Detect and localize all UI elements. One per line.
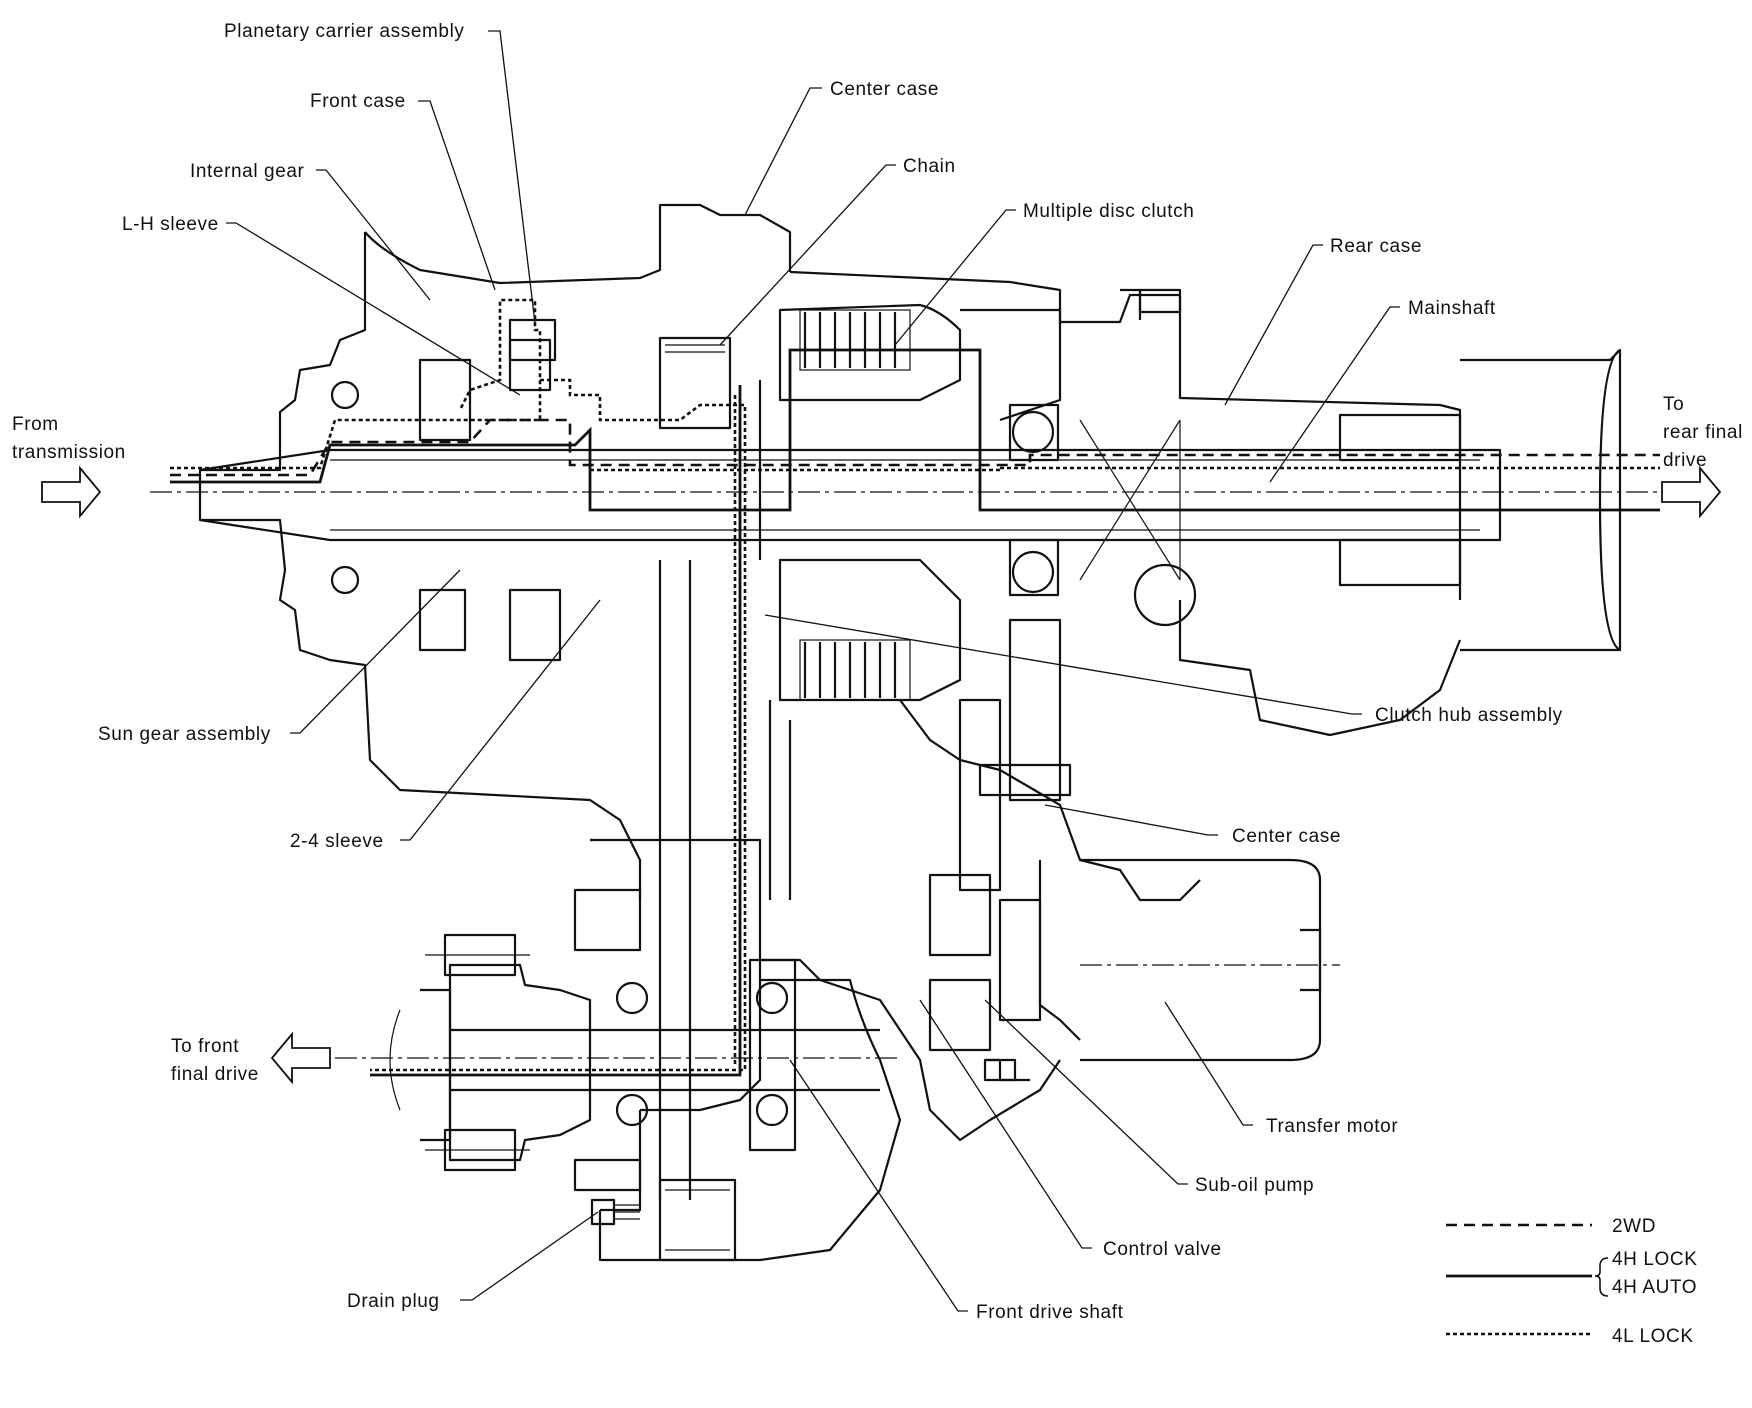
legend: 2WD 4H LOCK 4H AUTO 4L LOCK <box>1446 1216 1698 1347</box>
label-from-transmission-1: From <box>12 414 59 435</box>
label-internal-gear: Internal gear <box>190 161 305 182</box>
label-to-front-final-drive-1: To front <box>171 1036 239 1057</box>
label-center-case-mid: Center case <box>1232 826 1341 847</box>
label-rear-case: Rear case <box>1330 236 1422 257</box>
shaft-center-lines <box>150 491 1660 1059</box>
label-sun-gear-assembly: Sun gear assembly <box>98 724 271 745</box>
label-from-transmission-2: transmission <box>12 442 126 463</box>
component-labels: Planetary carrier assembly Front case In… <box>12 21 1743 1323</box>
label-center-case-top: Center case <box>830 79 939 100</box>
power-flow-2wd <box>170 418 1660 477</box>
legend-label-4h-auto: 4H AUTO <box>1612 1277 1697 1298</box>
label-clutch-hub-assembly: Clutch hub assembly <box>1375 705 1563 726</box>
label-lh-sleeve: L-H sleeve <box>122 214 219 235</box>
label-to-rear-final-drive-2: rear final <box>1663 422 1743 443</box>
label-transfer-motor: Transfer motor <box>1266 1116 1398 1137</box>
legend-label-2wd: 2WD <box>1612 1216 1656 1237</box>
leader-lines <box>226 30 1400 1312</box>
front-output-arrow <box>270 1031 331 1085</box>
legend-brace <box>1594 1257 1609 1297</box>
power-flow-4l <box>170 298 1660 1072</box>
input-arrow <box>41 465 102 519</box>
label-chain: Chain <box>903 156 956 177</box>
internal-components <box>199 288 1502 1262</box>
label-multiple-disc-clutch: Multiple disc clutch <box>1023 201 1194 222</box>
legend-label-4h-lock: 4H LOCK <box>1612 1249 1698 1270</box>
label-planetary-carrier-assembly: Planetary carrier assembly <box>224 21 465 42</box>
power-flow-4h <box>170 348 1660 1077</box>
label-to-front-final-drive-2: final drive <box>171 1064 259 1085</box>
label-2-4-sleeve: 2-4 sleeve <box>290 831 384 852</box>
label-to-rear-final-drive-3: drive <box>1663 450 1707 471</box>
label-control-valve: Control valve <box>1103 1239 1222 1260</box>
label-front-case: Front case <box>310 91 406 112</box>
label-mainshaft: Mainshaft <box>1408 298 1496 319</box>
label-front-drive-shaft: Front drive shaft <box>976 1302 1124 1323</box>
legend-label-4l-lock: 4L LOCK <box>1612 1326 1694 1347</box>
label-to-rear-final-drive-1: To <box>1663 394 1684 415</box>
clutch-plates-upper <box>799 309 911 371</box>
label-drain-plug: Drain plug <box>347 1291 440 1312</box>
rear-output-arrow <box>1661 465 1722 519</box>
clutch-plates-lower <box>799 639 911 701</box>
label-sub-oil-pump: Sub-oil pump <box>1195 1175 1314 1196</box>
